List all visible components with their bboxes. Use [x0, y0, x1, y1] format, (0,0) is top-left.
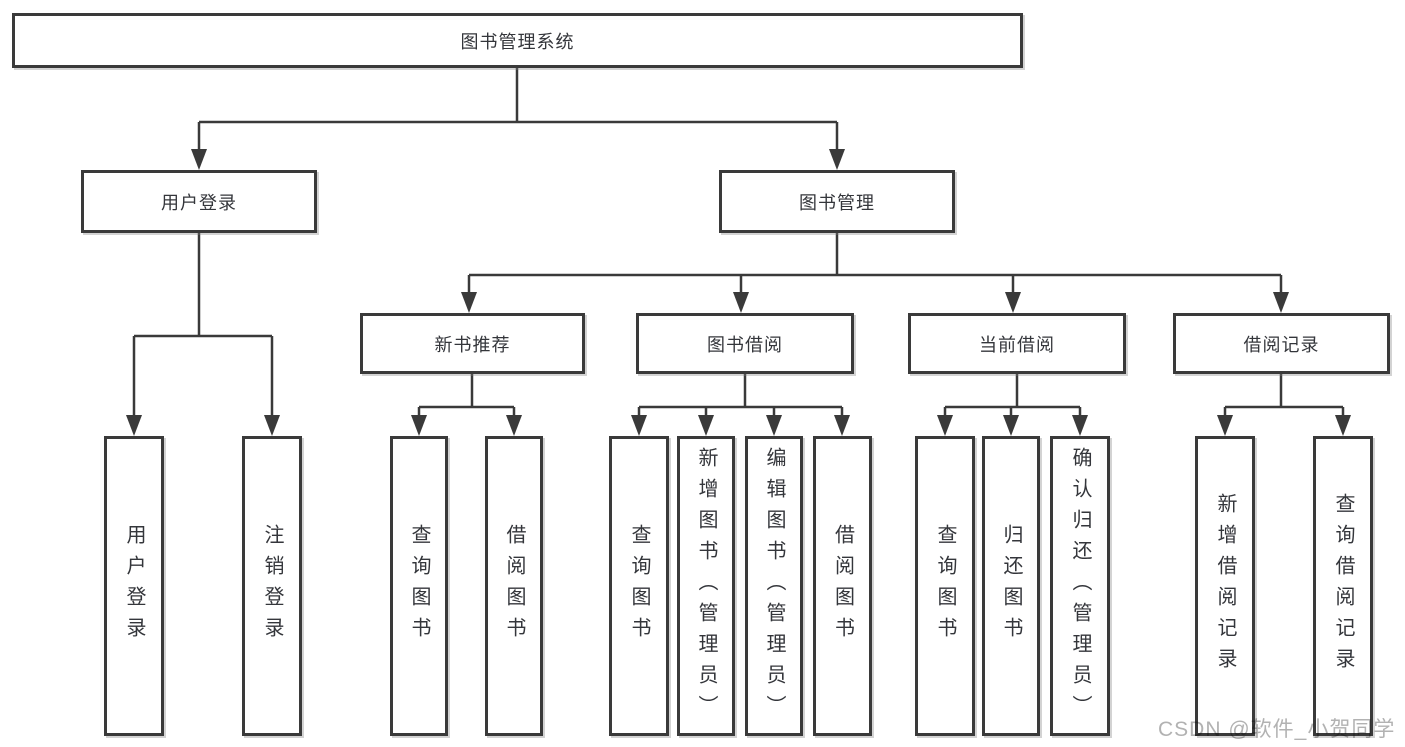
node-new-book-recommendation-label: 新书推荐 — [434, 334, 511, 355]
leaf-borrow-books-2-label: 借阅图书 — [831, 524, 854, 648]
leaf-add-borrow-record-label: 新增借阅记录 — [1214, 493, 1236, 679]
leaf-query-borrow-record: 查询借阅记录 — [1313, 436, 1373, 736]
leaf-borrow-books-2: 借阅图书 — [813, 436, 872, 736]
leaf-add-borrow-record: 新增借阅记录 — [1195, 436, 1255, 736]
leaf-add-books-admin-label: 新增图书（管理员） — [695, 446, 717, 726]
node-user-login-branch: 用户登录 — [81, 170, 317, 233]
leaf-edit-books-admin: 编辑图书（管理员） — [745, 436, 803, 736]
leaf-logout-label: 注销登录 — [261, 524, 283, 648]
node-library-management-system-label: 图书管理系统 — [460, 31, 575, 52]
leaf-query-books-1: 查询图书 — [390, 436, 448, 736]
leaf-query-books-3: 查询图书 — [915, 436, 975, 736]
leaf-user-login: 用户登录 — [104, 436, 164, 736]
node-book-management-branch-label: 图书管理 — [799, 192, 875, 213]
leaf-confirm-return-admin: 确认归还（管理员） — [1050, 436, 1110, 736]
leaf-query-books-2-label: 查询图书 — [628, 524, 650, 648]
node-book-management-branch: 图书管理 — [719, 170, 955, 233]
node-current-borrowing-label: 当前借阅 — [979, 334, 1055, 355]
leaf-return-books: 归还图书 — [982, 436, 1040, 736]
leaf-add-books-admin: 新增图书（管理员） — [677, 436, 735, 736]
leaf-edit-books-admin-label: 编辑图书（管理员） — [763, 446, 785, 726]
leaf-query-books-3-label: 查询图书 — [934, 524, 956, 648]
node-book-borrowing-label: 图书借阅 — [707, 334, 783, 355]
leaf-query-books-2: 查询图书 — [609, 436, 669, 736]
leaf-confirm-return-admin-label: 确认归还（管理员） — [1069, 446, 1091, 726]
node-library-management-system: 图书管理系统 — [12, 13, 1023, 68]
leaf-query-borrow-record-label: 查询借阅记录 — [1332, 493, 1354, 679]
leaf-borrow-books-1: 借阅图书 — [485, 436, 543, 736]
leaf-return-books-label: 归还图书 — [1000, 524, 1022, 648]
node-book-borrowing: 图书借阅 — [636, 313, 854, 374]
arrowheads — [126, 149, 1351, 436]
node-new-book-recommendation: 新书推荐 — [360, 313, 585, 374]
node-user-login-branch-label: 用户登录 — [161, 192, 237, 213]
node-borrowing-records-label: 借阅记录 — [1243, 334, 1320, 355]
node-current-borrowing: 当前借阅 — [908, 313, 1126, 374]
node-borrowing-records: 借阅记录 — [1173, 313, 1390, 374]
leaf-borrow-books-1-label: 借阅图书 — [503, 524, 525, 648]
leaf-query-books-1-label: 查询图书 — [408, 524, 430, 648]
leaf-user-login-label: 用户登录 — [123, 524, 145, 648]
leaf-logout: 注销登录 — [242, 436, 302, 736]
